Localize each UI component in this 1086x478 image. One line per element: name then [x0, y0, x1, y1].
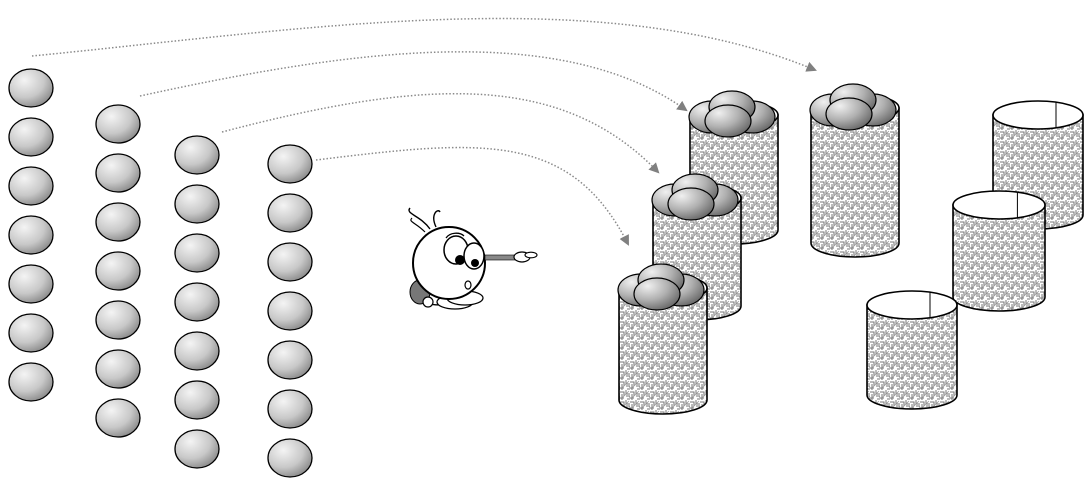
- basket-icon: [809, 83, 900, 258]
- ball-icon: [95, 300, 141, 340]
- ball-icon: [267, 242, 313, 282]
- ball-icon: [8, 117, 54, 157]
- ball-icon: [174, 135, 220, 175]
- ball-icon: [8, 215, 54, 255]
- ball-icon: [8, 166, 54, 206]
- ball-icon: [174, 282, 220, 322]
- basket-icon: [866, 290, 958, 410]
- basket-icon: [952, 190, 1046, 312]
- ball-icon: [825, 97, 873, 131]
- ball-icon: [704, 104, 752, 138]
- ball-icon: [267, 438, 313, 478]
- ball-icon: [267, 389, 313, 429]
- ball-icon: [633, 277, 681, 311]
- ball-icon: [8, 264, 54, 304]
- ball-icon: [95, 104, 141, 144]
- dotted-arrow-icon: [139, 51, 688, 112]
- ball-icon: [8, 362, 54, 402]
- ball-icon: [267, 291, 313, 331]
- ball-icon: [267, 144, 313, 184]
- dotted-arrow-icon: [221, 92, 660, 174]
- ball-icon: [174, 184, 220, 224]
- ball-icon: [174, 380, 220, 420]
- ball-icon: [95, 251, 141, 291]
- balls-group: [8, 68, 313, 478]
- arrows-group: [31, 17, 817, 246]
- dotted-arrow-icon: [315, 146, 629, 246]
- dotted-arrow-icon: [31, 17, 817, 72]
- ball-icon: [95, 202, 141, 242]
- ball-icon: [95, 153, 141, 193]
- ball-icon: [8, 313, 54, 353]
- ball-icon: [267, 193, 313, 233]
- ball-icon: [174, 429, 220, 469]
- basket-icon: [617, 263, 708, 415]
- pointing-hand-icon: [513, 251, 538, 263]
- baskets-group: [617, 83, 1084, 415]
- ball-icon: [267, 340, 313, 380]
- ball-icon: [95, 398, 141, 438]
- ball-icon: [8, 68, 54, 108]
- ball-icon: [174, 331, 220, 371]
- ball-icon: [95, 349, 141, 389]
- cartoon-character-icon: [408, 207, 538, 310]
- ball-icon: [174, 233, 220, 273]
- ball-icon: [667, 187, 715, 221]
